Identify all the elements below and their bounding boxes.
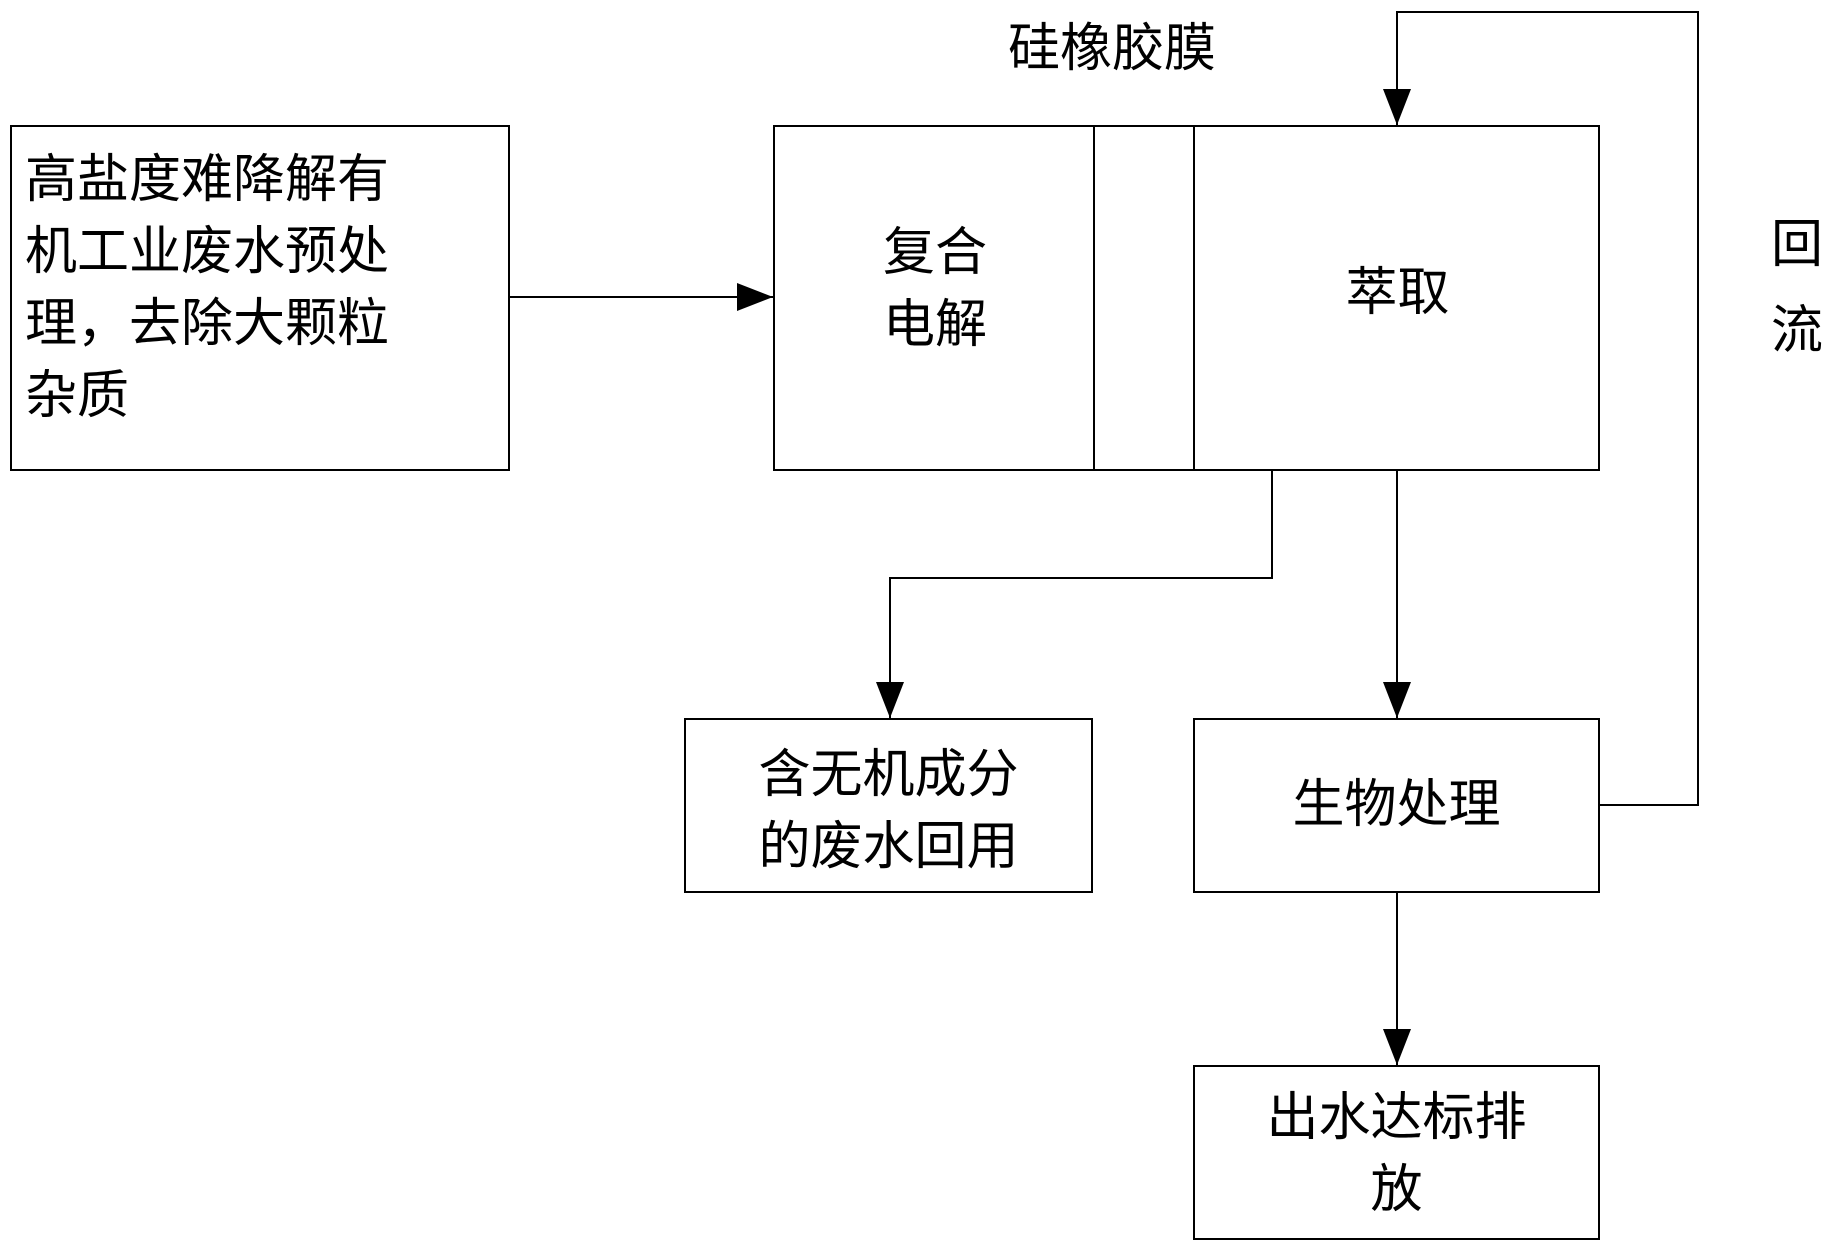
membrane-left-wall: [1093, 125, 1095, 471]
arrow-reflux: [1383, 11, 1699, 806]
reuse-line-1: 含无机成分: [758, 745, 1019, 805]
extraction-label: 萃取: [1345, 263, 1450, 323]
electrolysis-line-2: 电解: [882, 295, 987, 355]
reuse-line-2: 的废水回用: [758, 817, 1019, 877]
bio-treatment-box: 生物处理: [1193, 718, 1600, 893]
pretreatment-line-2: 机工业废水预处: [25, 222, 390, 282]
reflux-label-line-1: 回: [1771, 215, 1824, 275]
membrane-label: 硅橡胶膜: [1008, 19, 1217, 79]
pretreatment-line-1: 高盐度难降解有: [25, 150, 390, 210]
electrolysis-line-1: 复合: [882, 223, 987, 283]
discharge-box: 出水达标排 放: [1193, 1065, 1600, 1240]
reactor-box: [773, 125, 1600, 471]
pretreatment-line-4: 杂质: [25, 366, 130, 426]
pretreatment-line-3: 理，去除大颗粒: [25, 294, 390, 354]
reflux-label-line-2: 流: [1771, 301, 1824, 361]
membrane-right-wall: [1193, 125, 1195, 471]
pretreatment-box: 高盐度难降解有 机工业废水预处 理，去除大颗粒 杂质: [10, 125, 510, 471]
discharge-line-2: 放: [1370, 1160, 1423, 1220]
discharge-line-1: 出水达标排: [1266, 1088, 1527, 1148]
bio-treatment-label: 生物处理: [1292, 775, 1501, 835]
arrow-extraction-to-reuse: [876, 470, 1273, 718]
reuse-box: 含无机成分 的废水回用: [684, 718, 1093, 893]
